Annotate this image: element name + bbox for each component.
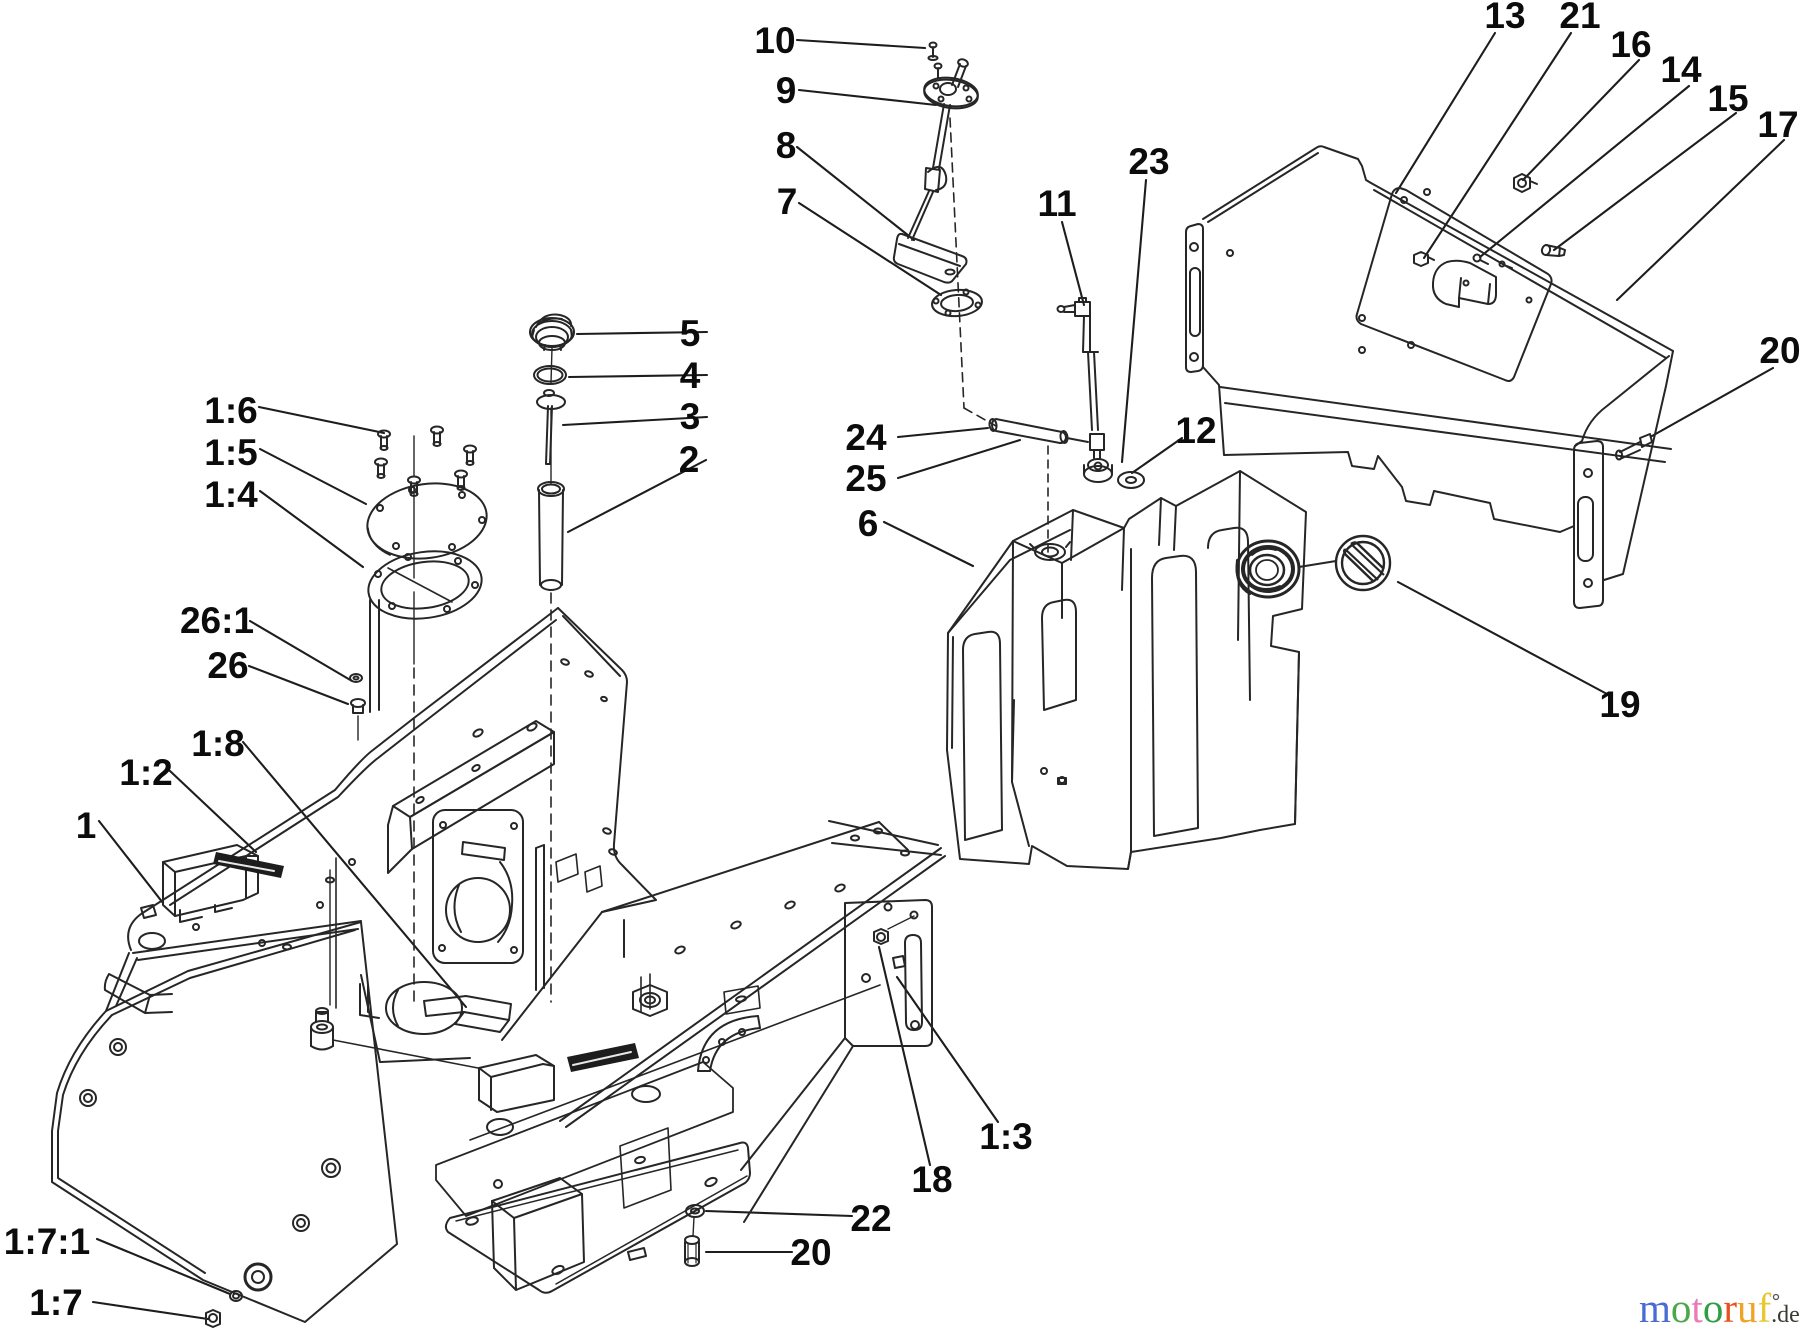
svg-text:13: 13 — [1484, 0, 1525, 36]
svg-text:12: 12 — [1175, 410, 1216, 451]
svg-text:20: 20 — [1759, 330, 1800, 371]
svg-text:1: 1 — [76, 805, 97, 846]
svg-text:1:5: 1:5 — [204, 432, 257, 473]
svg-text:26: 26 — [207, 645, 248, 686]
svg-text:24: 24 — [845, 417, 887, 458]
svg-text:8: 8 — [776, 125, 797, 166]
svg-text:1:6: 1:6 — [204, 390, 257, 431]
svg-text:6: 6 — [858, 503, 879, 544]
svg-text:1:2: 1:2 — [119, 752, 172, 793]
svg-text:15: 15 — [1707, 78, 1748, 119]
svg-text:26:1: 26:1 — [180, 600, 254, 641]
svg-text:1:7:1: 1:7:1 — [4, 1221, 90, 1262]
svg-text:25: 25 — [845, 458, 886, 499]
svg-text:10: 10 — [754, 20, 795, 61]
svg-text:1:7: 1:7 — [29, 1282, 82, 1323]
svg-text:3: 3 — [680, 396, 701, 437]
svg-text:14: 14 — [1660, 49, 1702, 90]
svg-text:1:4: 1:4 — [204, 474, 258, 515]
svg-text:21: 21 — [1559, 0, 1600, 36]
svg-text:16: 16 — [1610, 24, 1651, 65]
svg-text:7: 7 — [777, 181, 798, 222]
svg-text:19: 19 — [1599, 684, 1640, 725]
svg-text:motoruf.de: motoruf.de — [1639, 1285, 1800, 1331]
svg-text:1:3: 1:3 — [979, 1116, 1032, 1157]
svg-text:5: 5 — [680, 313, 701, 354]
svg-text:9: 9 — [776, 70, 797, 111]
svg-text:2: 2 — [679, 439, 700, 480]
svg-text:23: 23 — [1128, 141, 1169, 182]
svg-text:20: 20 — [790, 1232, 831, 1273]
svg-text:1:8: 1:8 — [191, 723, 244, 764]
svg-text:18: 18 — [911, 1159, 952, 1200]
svg-text:17: 17 — [1757, 104, 1798, 145]
svg-text:4: 4 — [680, 355, 701, 396]
svg-text:11: 11 — [1037, 183, 1076, 224]
svg-text:22: 22 — [850, 1198, 891, 1239]
